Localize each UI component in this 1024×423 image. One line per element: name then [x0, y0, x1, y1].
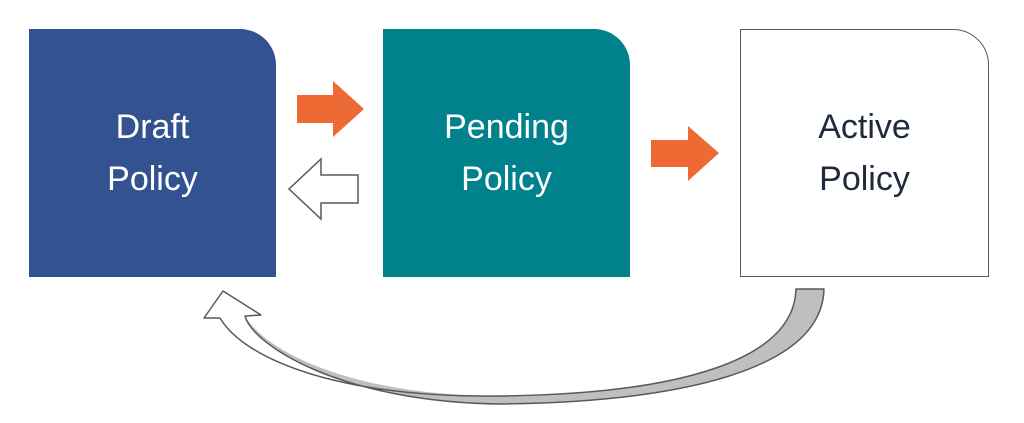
arrow-active-to-draft-shade [245, 289, 824, 404]
arrow-draft-to-pending [297, 81, 364, 137]
draft-policy-box: Draft Policy [29, 29, 276, 277]
pending-policy-box: Pending Policy [383, 29, 630, 277]
draft-policy-label: Draft Policy [107, 108, 198, 198]
arrow-pending-to-draft [287, 157, 359, 221]
arrow-pending-to-active [651, 126, 719, 181]
arrow-active-to-draft [203, 288, 825, 405]
pending-policy-label: Pending Policy [444, 108, 569, 198]
active-policy-label: Active Policy [818, 108, 911, 198]
active-policy-box: Active Policy [740, 29, 989, 277]
